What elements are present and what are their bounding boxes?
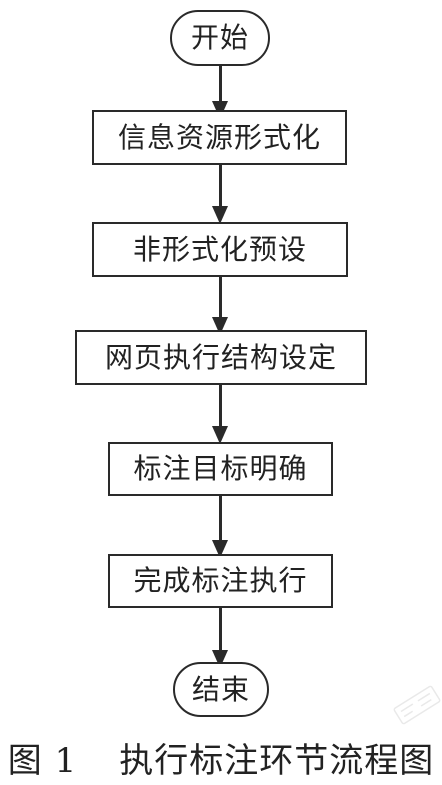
step-1-label: 信息资源形式化 [117, 120, 321, 154]
step-5-box: 完成标注执行 [108, 554, 333, 608]
start-node: 开始 [170, 10, 270, 66]
end-node-label: 结束 [191, 672, 250, 706]
step-1-box: 信息资源形式化 [92, 110, 347, 165]
step-4-box: 标注目标明确 [108, 442, 333, 496]
step-2-label: 非形式化预设 [132, 232, 307, 266]
start-node-label: 开始 [190, 21, 249, 54]
figure-title: 执行标注环节流程图 [119, 740, 435, 781]
step-5-label: 完成标注执行 [133, 564, 308, 597]
end-node: 结束 [173, 662, 269, 717]
step-3-label: 网页执行结构设定 [104, 340, 337, 374]
watermark-stamp-icon [393, 685, 441, 725]
figure-number: 图 1 [7, 740, 78, 781]
step-4-label: 标注目标明确 [133, 452, 308, 485]
figure-caption: 图 1 执行标注环节流程图 [0, 732, 442, 782]
step-3-box: 网页执行结构设定 [75, 330, 367, 385]
step-2-box: 非形式化预设 [92, 222, 348, 277]
